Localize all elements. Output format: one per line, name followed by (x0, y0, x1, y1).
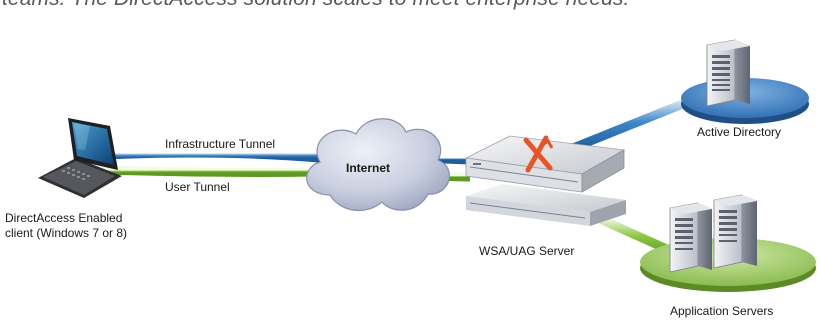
application-servers-icon (640, 194, 816, 292)
infrastructure-tunnel-left (100, 148, 323, 163)
application-servers-label: Application Servers (670, 304, 773, 318)
active-directory-label: Active Directory (697, 125, 781, 139)
internet-cloud-icon (306, 118, 450, 212)
caption-text: teams. The DirectAccess solution scales … (2, 0, 629, 11)
client-label-line2: client (Windows 7 or 8) (5, 226, 127, 240)
gateway-server-icon (464, 135, 626, 226)
infrastructure-tunnel-label: Infrastructure Tunnel (165, 137, 275, 151)
client-label-line1: DirectAccess Enabled (5, 211, 122, 225)
user-tunnel-label: User Tunnel (165, 180, 230, 194)
internet-label: Internet (346, 161, 390, 175)
active-directory-icon (681, 39, 809, 124)
laptop-icon (38, 118, 122, 198)
gateway-label: WSA/UAG Server (479, 244, 574, 258)
user-tunnel-left (100, 165, 323, 177)
